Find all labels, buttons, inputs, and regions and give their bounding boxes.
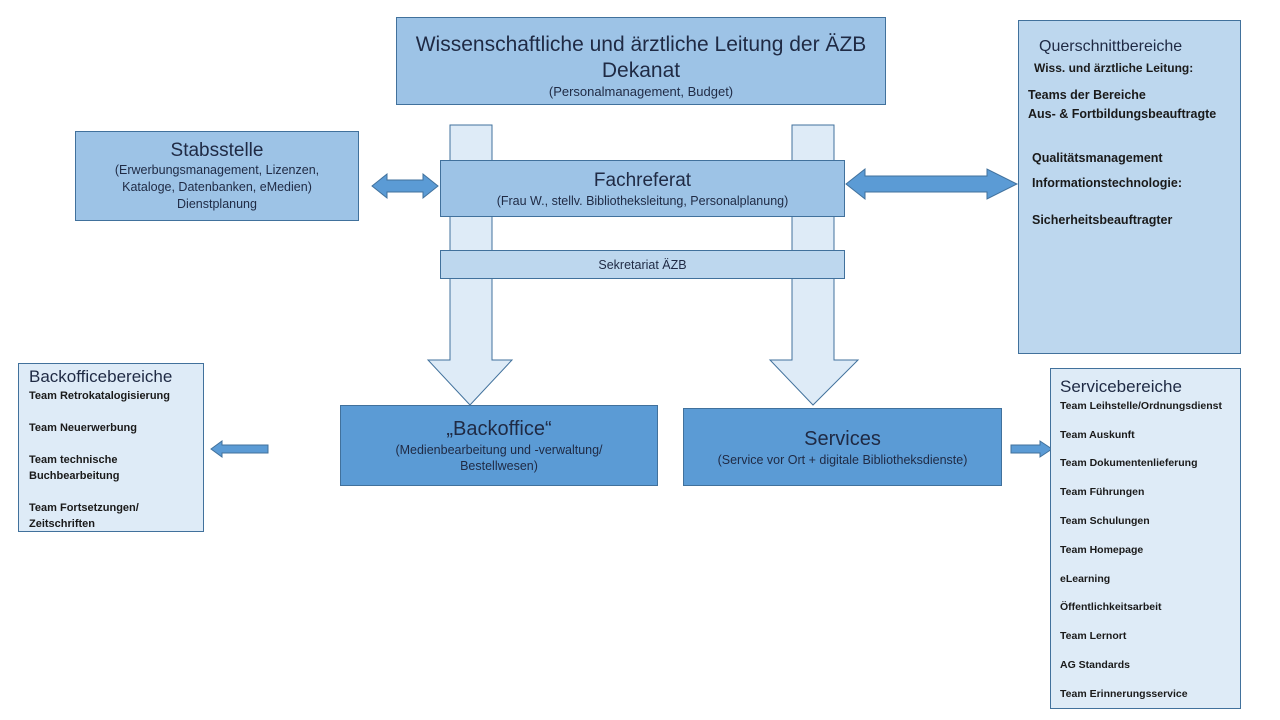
- backoffice-line1: (Medienbearbeitung und -verwaltung/: [395, 443, 603, 457]
- double-arrow-right: [845, 167, 1019, 201]
- fachreferat-subtitle: (Frau W., stellv. Bibliotheksleitung, Pe…: [496, 194, 789, 208]
- double-arrow-left: [371, 172, 439, 200]
- list-item: Team Erinnerungsservice: [1060, 688, 1188, 700]
- arrow-to-servicebereiche: [1010, 440, 1053, 458]
- fachreferat-title: Fachreferat: [593, 170, 692, 191]
- services-title: Services: [804, 428, 881, 450]
- backoffice-box: „Backoffice“ (Medienbearbeitung und -ver…: [340, 405, 658, 486]
- services-box: Services (Service vor Ort + digitale Bib…: [683, 408, 1002, 486]
- list-item: eLearning: [1060, 573, 1111, 585]
- backoffice-title: „Backoffice“: [446, 418, 552, 440]
- servicebereiche-title: Servicebereiche: [1060, 377, 1182, 396]
- list-item: Öffentlichkeitsarbeit: [1060, 601, 1162, 613]
- fachreferat-box: Fachreferat (Frau W., stellv. Bibliothek…: [440, 160, 845, 217]
- list-item: Team Homepage: [1060, 544, 1144, 556]
- stabsstelle-box: Stabsstelle (Erwerbungsmanagement, Lizen…: [75, 131, 359, 221]
- backoffice-line2: Bestellwesen): [460, 459, 538, 473]
- list-item: Team Schulungen: [1060, 515, 1150, 527]
- list-item: Team technische: [29, 454, 118, 466]
- querschnitt-item-sicherheit: Sicherheitsbeauftragter: [1032, 213, 1173, 227]
- querschnitt-title: Querschnittbereiche: [1039, 38, 1183, 55]
- list-item: Buchbearbeitung: [29, 470, 120, 482]
- sekretariat-label: Sekretariat ÄZB: [598, 258, 687, 272]
- list-item: Team Führungen: [1060, 486, 1145, 498]
- querschnitt-item-ausbildung: Aus- & Fortbildungsbeauftragte: [1028, 107, 1217, 121]
- list-item: Team Dokumentenlieferung: [1060, 457, 1198, 469]
- list-item: Team Fortsetzungen/: [29, 502, 139, 514]
- backofficebereiche-box: Backofficebereiche Team Retrokatalogisie…: [18, 363, 204, 532]
- querschnitt-item-leitung: Wiss. und ärztliche Leitung:: [1034, 61, 1194, 75]
- leitung-title: Wissenschaftliche und ärztliche Leitung …: [415, 33, 867, 56]
- leitung-dekanat: Dekanat: [601, 59, 681, 82]
- list-item: Team Lernort: [1060, 630, 1127, 642]
- stabsstelle-line2: Kataloge, Datenbanken, eMedien): [122, 180, 312, 194]
- list-item: Team Retrokatalogisierung: [29, 390, 170, 402]
- sekretariat-box: Sekretariat ÄZB: [440, 250, 845, 279]
- querschnitt-box: Querschnittbereiche Wiss. und ärztliche …: [1018, 20, 1241, 354]
- services-subtitle: (Service vor Ort + digitale Bibliotheksd…: [717, 453, 968, 467]
- leitung-box: Wissenschaftliche und ärztliche Leitung …: [396, 17, 886, 105]
- list-item: Team Auskunft: [1060, 429, 1135, 441]
- backofficebereiche-title: Backofficebereiche: [29, 367, 173, 386]
- querschnitt-item-it: Informationstechnologie:: [1032, 176, 1182, 190]
- stabsstelle-line3: Dienstplanung: [177, 197, 257, 211]
- stabsstelle-line1: (Erwerbungsmanagement, Lizenzen,: [114, 163, 320, 177]
- list-item: Zeitschriften: [29, 518, 96, 530]
- querschnitt-item-qualitaet: Qualitätsmanagement: [1032, 151, 1163, 165]
- list-item: Team Neuerwerbung: [29, 422, 137, 434]
- leitung-subtitle: (Personalmanagement, Budget): [548, 84, 734, 99]
- stabsstelle-title: Stabsstelle: [170, 140, 264, 161]
- querschnitt-item-teams: Teams der Bereiche: [1028, 88, 1146, 102]
- list-item: Team Leihstelle/Ordnungsdienst: [1060, 400, 1223, 412]
- servicebereiche-box: Servicebereiche Team Leihstelle/Ordnungs…: [1050, 368, 1241, 709]
- arrow-to-backofficebereiche: [210, 440, 269, 458]
- list-item: AG Standards: [1060, 659, 1131, 671]
